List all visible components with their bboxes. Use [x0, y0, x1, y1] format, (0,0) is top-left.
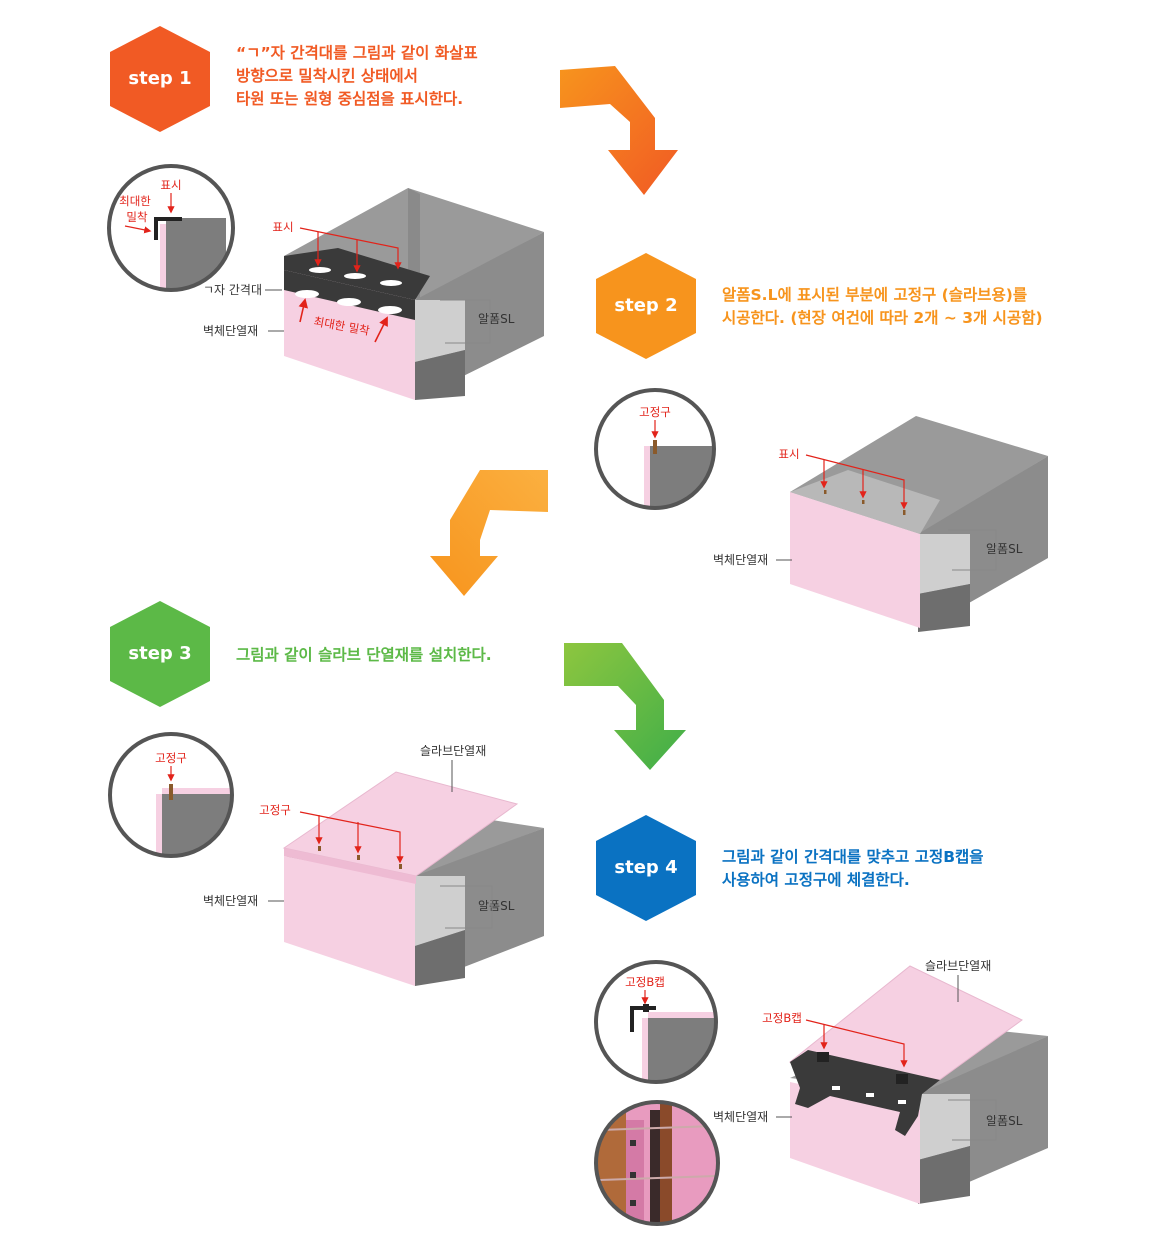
detail-circle-1: 표시 최대한 밀착	[107, 164, 235, 292]
figure-4: 고정B캡	[594, 959, 1048, 1226]
step-2-description: 알폼S.L에 표시된 부분에 고정구 (슬라브용)를 시공한다. (현장 여건에…	[722, 285, 1043, 327]
flow-arrow-2-to-3	[430, 470, 548, 596]
flow-arrow-1-to-2	[560, 66, 678, 195]
detail-mark-label: 표시	[160, 178, 181, 192]
block-3	[282, 771, 544, 986]
site-photo	[594, 1100, 720, 1226]
wall-insulation-label-3: 벽체단열재	[203, 894, 258, 908]
mark-arrows-2: 표시	[778, 447, 908, 510]
step-4-line-1: 그림과 같이 간격대를 맞추고 고정B캡을	[722, 847, 984, 866]
step-4-badge: step 4	[596, 815, 696, 921]
detail-fixer-label-3: 고정구	[155, 751, 187, 765]
detail-fixer-label: 고정구	[639, 405, 671, 419]
wall-insulation-label-2: 벽체단열재	[713, 553, 768, 567]
figure-2: 고정구 표시 벽체단열재 알폼SL	[594, 388, 1048, 632]
step-1-badge: step 1	[110, 26, 210, 132]
alform-label-3: 알폼SL	[478, 899, 515, 913]
slab-insulation-label-3: 슬라브단열재	[420, 744, 486, 758]
block-4	[788, 965, 1048, 1204]
step-3-label: step 3	[128, 643, 191, 664]
slab-insulation-label-4: 슬라브단열재	[925, 959, 991, 973]
step-1-line-1: “ㄱ”자 간격대를 그림과 같이 화살표	[236, 43, 478, 62]
step-2-line-2: 시공한다. (현장 여건에 따라 2개 ~ 3개 시공함)	[722, 308, 1043, 327]
step-3-description: 그림과 같이 슬라브 단열재를 설치한다.	[236, 645, 492, 664]
step-3-badge: step 3	[110, 601, 210, 707]
cap-label-4: 고정B캡	[762, 1011, 802, 1025]
mark-label: 표시	[272, 220, 293, 234]
figure-1: 표시 최대한 밀착 표시	[107, 164, 544, 400]
step-2-badge: step 2	[596, 253, 696, 359]
block-1	[284, 188, 544, 400]
mark-arrows-4: 고정B캡	[762, 1011, 908, 1068]
mark-arrows-3: 고정구	[259, 803, 404, 864]
step-2-line-1: 알폼S.L에 표시된 부분에 고정구 (슬라브용)를	[722, 285, 1027, 304]
step-2-label: step 2	[614, 295, 677, 316]
step-1-line-2: 방향으로 밀착시킨 상태에서	[236, 66, 418, 85]
step-1-description: “ㄱ”자 간격대를 그림과 같이 화살표 방향으로 밀착시킨 상태에서 타원 또…	[236, 43, 478, 108]
wall-insulation-label-4: 벽체단열재	[713, 1110, 768, 1124]
fixer-label-3: 고정구	[259, 803, 291, 817]
step-1-line-3: 타원 또는 원형 중심점을 표시한다.	[236, 89, 463, 108]
flow-arrow-3-to-4	[564, 643, 686, 770]
alform-label-2: 알폼SL	[986, 542, 1023, 556]
detail-cap-label: 고정B캡	[625, 975, 665, 989]
detail-circle-4: 고정B캡	[594, 960, 718, 1084]
detail-circle-3: 고정구	[108, 732, 234, 858]
detail-circle-2: 고정구	[594, 388, 716, 510]
step-1-label: step 1	[128, 68, 191, 89]
alform-label-4: 알폼SL	[986, 1114, 1023, 1128]
step-4-label: step 4	[614, 857, 677, 878]
alform-label: 알폼SL	[478, 312, 515, 326]
detail-tight-label-1: 최대한	[119, 194, 151, 208]
step-3-line-1: 그림과 같이 슬라브 단열재를 설치한다.	[236, 645, 492, 664]
detail-tight-label-2: 밀착	[126, 210, 148, 224]
step-4-description: 그림과 같이 간격대를 맞추고 고정B캡을 사용하여 고정구에 체결한다.	[722, 847, 984, 889]
spacer-label: ㄱ자 간격대	[203, 283, 262, 297]
step-4-line-2: 사용하여 고정구에 체결한다.	[722, 870, 910, 889]
figure-3: 고정구 고정구 슬라브단열재 벽체단열재 알폼SL	[108, 732, 544, 986]
wall-insulation-label: 벽체단열재	[203, 324, 258, 338]
mark-label-2: 표시	[778, 447, 799, 461]
block-2	[790, 416, 1048, 632]
